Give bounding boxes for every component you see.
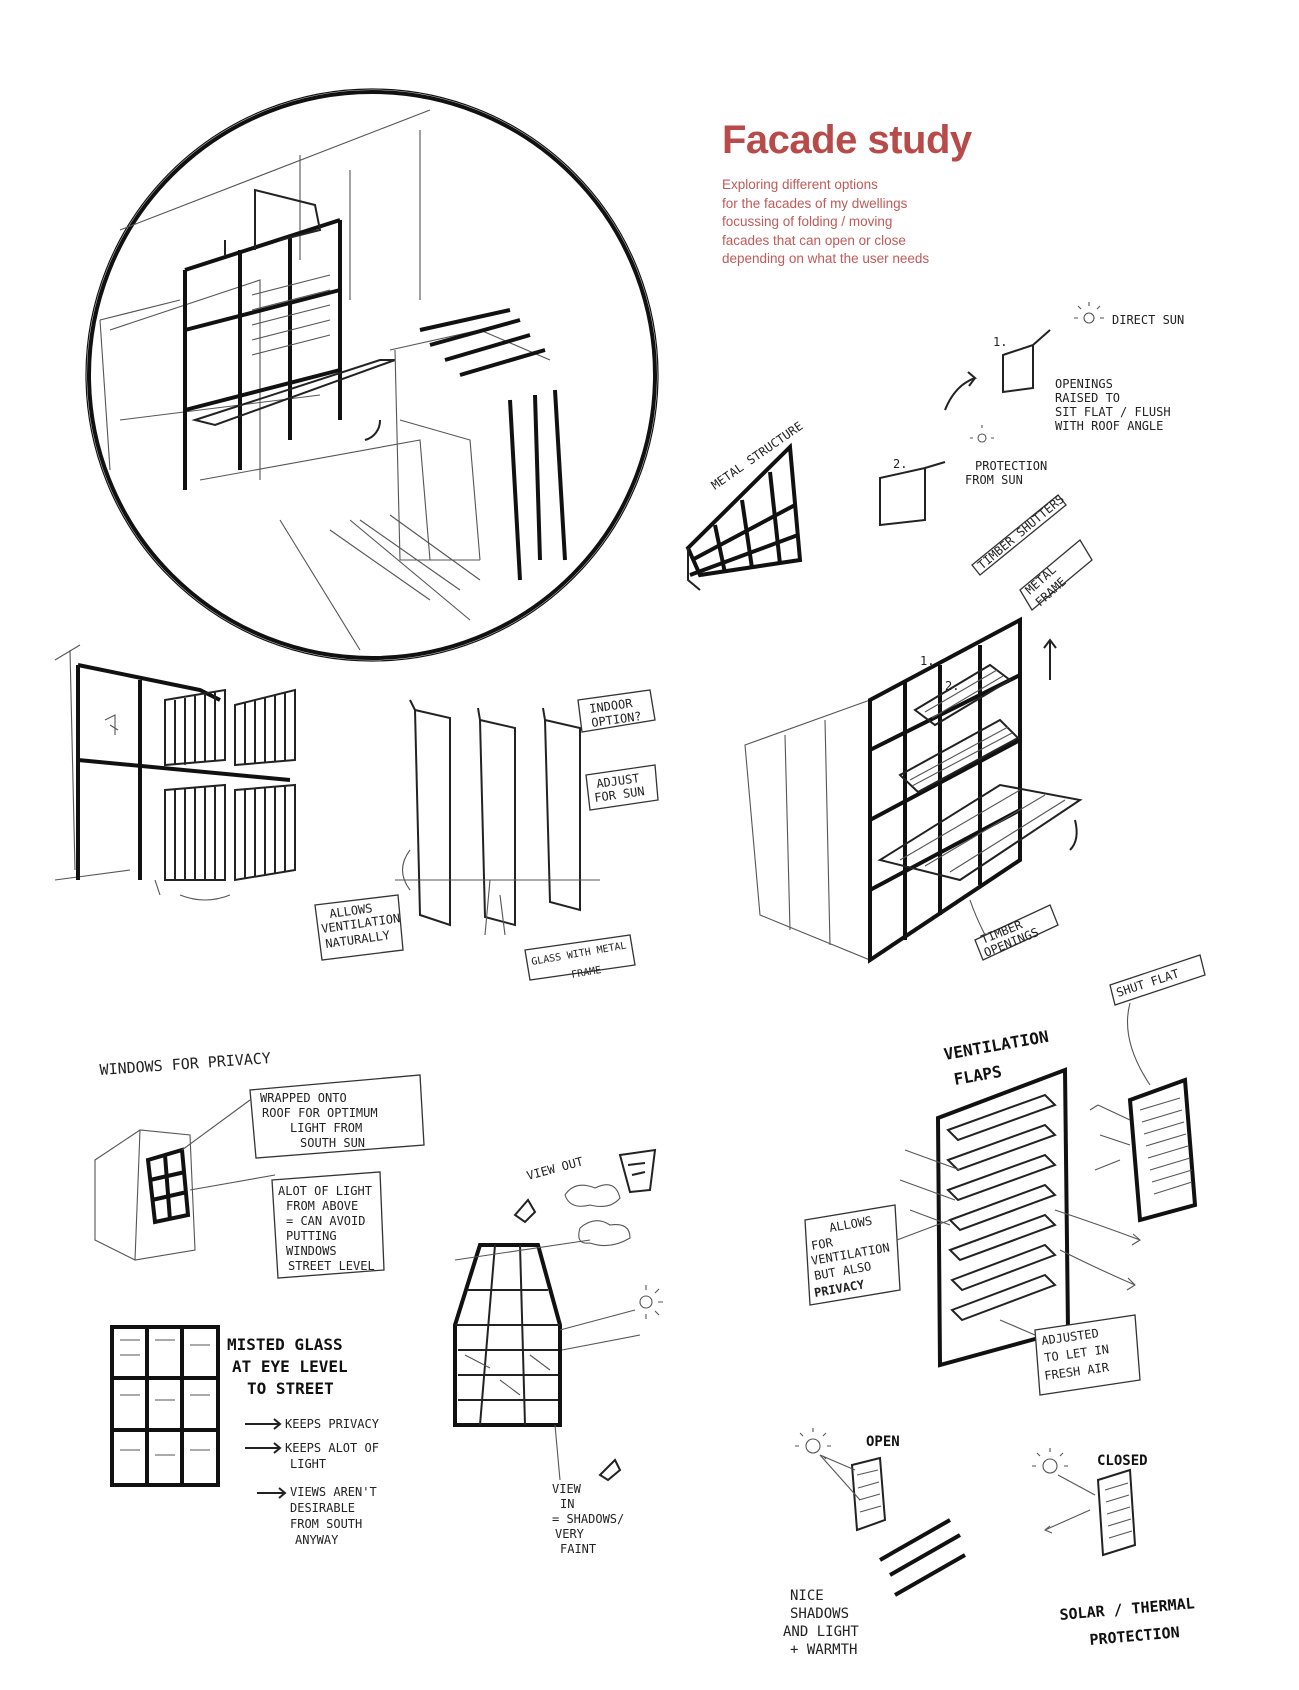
bullet-line: FROM SOUTH: [290, 1517, 362, 1531]
bullet-line: KEEPS PRIVACY: [285, 1417, 380, 1431]
view-in-line: = SHADOWS/: [552, 1512, 624, 1526]
cloud-icon: [565, 1185, 630, 1246]
protection-line: PROTECTION: [975, 459, 1047, 473]
bullet-line: LIGHT: [290, 1457, 326, 1471]
ventilation-heading: VENTILATION: [942, 1027, 1050, 1064]
nice-line: SHADOWS: [790, 1606, 849, 1622]
light-above-line: = CAN AVOID: [286, 1214, 365, 1228]
openings-raised-line: WITH ROOF ANGLE: [1055, 419, 1163, 433]
bullet-line: ANYWAY: [295, 1533, 339, 1547]
openings-raised-line: RAISED TO: [1055, 391, 1120, 405]
closed-label: CLOSED: [1097, 1453, 1148, 1469]
ventilation-flaps-section: VENTILATION FLAPS SHUT FLAT ALLOWS FOR V…: [783, 955, 1205, 1658]
bird-icon: [515, 1200, 535, 1222]
view-in-line: IN: [560, 1497, 574, 1511]
nice-line: AND LIGHT: [783, 1624, 859, 1640]
timber-shutters-tag: TIMBER SHUTTERS: [975, 492, 1067, 572]
light-above-line: STREET LEVEL: [288, 1259, 375, 1273]
bullet-line: VIEWS AREN'T: [290, 1485, 377, 1499]
step-two-label: 2.: [893, 457, 907, 471]
glass-house-sketch: [455, 1240, 640, 1425]
solar-line: SOLAR / THERMAL: [1059, 1594, 1196, 1624]
view-in-line: VIEW: [552, 1482, 582, 1496]
nice-line: NICE: [790, 1588, 824, 1604]
metal-structure-sketch: METAL STRUCTURE: [688, 419, 805, 590]
light-above-line: ALOT OF LIGHT: [278, 1184, 372, 1198]
building-icon: [620, 1150, 655, 1192]
wrapped-line: LIGHT FROM: [290, 1121, 362, 1135]
light-above-line: WINDOWS: [286, 1244, 337, 1258]
shutter-number-two: 2.: [945, 679, 959, 693]
direct-sun-label: DIRECT SUN: [1112, 313, 1184, 327]
wrapped-line: SOUTH SUN: [300, 1136, 365, 1150]
misted-line: AT EYE LEVEL: [232, 1357, 348, 1376]
windows-heading: WINDOWS FOR PRIVACY: [99, 1049, 271, 1079]
sun-angle-study: DIRECT SUN 1. OPENINGS RAISED TO SIT FLA…: [880, 302, 1184, 525]
step-one-label: 1.: [993, 335, 1007, 349]
ventilation-heading: FLAPS: [952, 1062, 1003, 1089]
windows-privacy-section: WINDOWS FOR PRIVACY WRAPPED ONTO ROOF FO…: [95, 1049, 663, 1556]
openings-raised-line: SIT FLAT / FLUSH: [1055, 405, 1171, 419]
sun-icon: [1074, 302, 1104, 323]
wrapped-line: ROOF FOR OPTIMUM: [262, 1106, 378, 1120]
light-above-line: PUTTING: [286, 1229, 337, 1243]
plant-icon: [600, 1460, 620, 1480]
sun-icon: [640, 1285, 663, 1319]
open-label: OPEN: [866, 1434, 900, 1450]
misted-line: TO STREET: [247, 1379, 334, 1398]
solar-line: PROTECTION: [1089, 1623, 1181, 1649]
openings-raised-line: OPENINGS: [1055, 377, 1113, 391]
circular-perspective-sketch: [86, 89, 658, 661]
folding-panel-facade-sketch: [55, 645, 295, 900]
sun-icon: [795, 1428, 831, 1459]
bullet-line: KEEPS ALOT OF: [285, 1441, 379, 1455]
light-above-line: FROM ABOVE: [286, 1199, 358, 1213]
bullet-line: DESIRABLE: [290, 1501, 355, 1515]
view-in-line: VERY: [555, 1527, 585, 1541]
misted-line: MISTED GLASS: [227, 1335, 343, 1354]
shutter-number-one: 1.: [920, 654, 934, 668]
nice-line: + WARMTH: [790, 1642, 857, 1658]
protection-line: FROM SUN: [965, 473, 1023, 487]
sun-icon: [1032, 1448, 1068, 1473]
view-in-line: FAINT: [560, 1542, 596, 1556]
view-out-label: VIEW OUT: [525, 1154, 584, 1182]
glass-panel-sketch: INDOOR OPTION? ADJUST FOR SUN ALLOWS VEN…: [315, 690, 658, 981]
sun-icon: [970, 425, 994, 442]
wrapped-line: WRAPPED ONTO: [260, 1091, 347, 1105]
